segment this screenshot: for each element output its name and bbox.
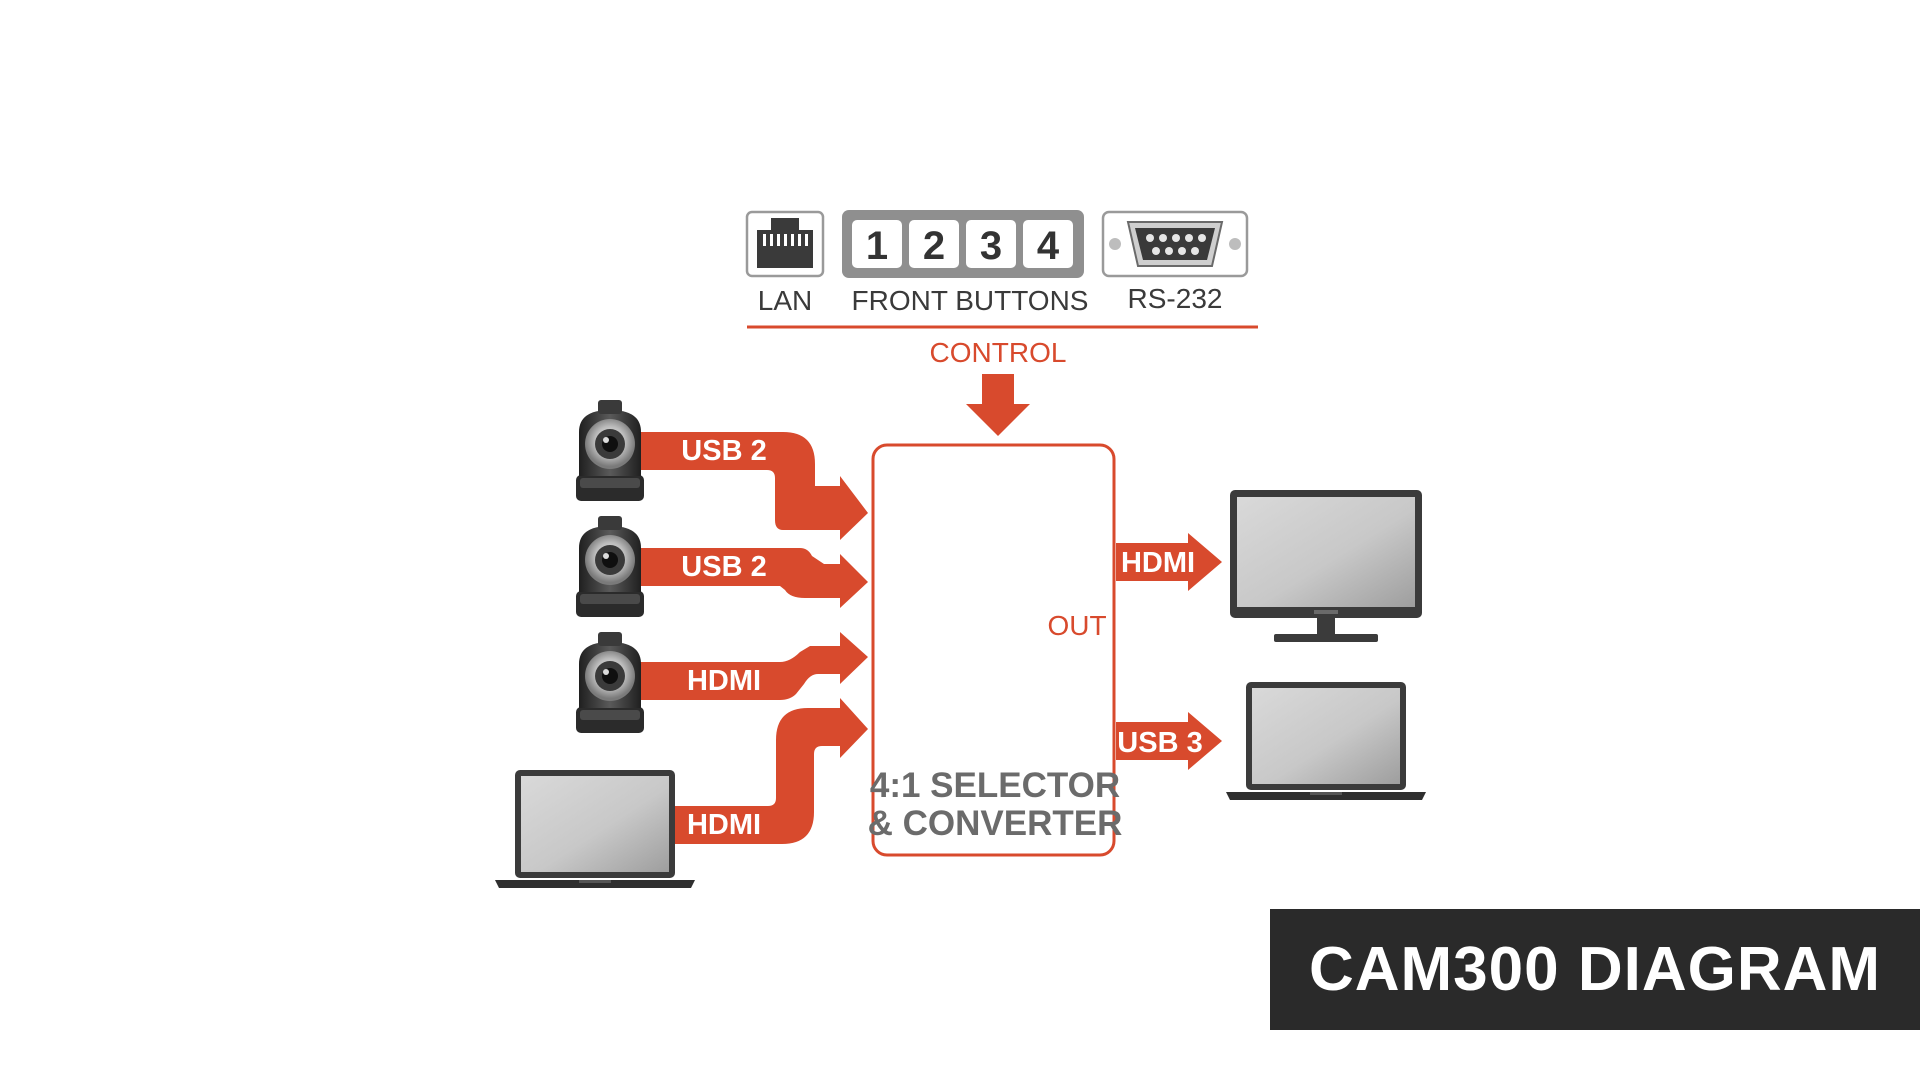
front-buttons-panel: 1 2 3 4 <box>842 210 1084 278</box>
caption-banner: CAM300 DIAGRAM <box>1270 909 1920 1030</box>
input-2-label: USB 2 <box>681 551 766 583</box>
ptz-camera-1-icon <box>576 400 644 501</box>
output-arrow-usb3 <box>1116 712 1222 770</box>
selector-line2: & CONVERTER <box>868 804 1123 843</box>
input-arrow-3 <box>640 632 868 700</box>
rs232-label: RS-232 <box>1128 283 1223 314</box>
control-label: CONTROL <box>930 337 1067 368</box>
front-button-1: 1 <box>852 220 902 268</box>
selector-line1: 4:1 SELECTOR <box>870 766 1120 805</box>
lan-label: LAN <box>758 285 812 316</box>
control-arrow <box>966 374 1030 436</box>
out-label: OUT <box>1047 610 1106 641</box>
input-arrow-4 <box>672 698 868 844</box>
front-button-3-label: 3 <box>980 224 1002 268</box>
output-arrow-hdmi <box>1116 533 1222 591</box>
front-button-1-label: 1 <box>866 224 888 268</box>
front-button-3: 3 <box>966 220 1016 268</box>
front-button-4: 4 <box>1023 220 1073 268</box>
lan-port-icon <box>745 210 825 278</box>
input-arrow-2 <box>640 548 868 608</box>
front-button-4-label: 4 <box>1037 224 1060 268</box>
input-4-label: HDMI <box>687 809 761 841</box>
caption-text: CAM300 DIAGRAM <box>1308 935 1882 1004</box>
ptz-camera-2-icon <box>576 516 644 617</box>
monitor-output-icon <box>1230 490 1422 642</box>
ptz-camera-3-icon <box>576 632 644 733</box>
output-usb3-label: USB 3 <box>1117 727 1202 759</box>
input-1-label: USB 2 <box>681 435 766 467</box>
selector-box <box>871 443 1116 857</box>
laptop-output-icon <box>1226 682 1426 800</box>
input-arrow-1 <box>640 432 868 540</box>
front-buttons-label: FRONT BUTTONS <box>852 285 1089 316</box>
output-hdmi-label: HDMI <box>1121 547 1195 579</box>
front-button-2: 2 <box>909 220 959 268</box>
front-button-2-label: 2 <box>923 224 945 268</box>
laptop-input-icon <box>495 770 695 888</box>
input-3-label: HDMI <box>687 665 761 697</box>
rs232-port-icon <box>1101 210 1249 278</box>
